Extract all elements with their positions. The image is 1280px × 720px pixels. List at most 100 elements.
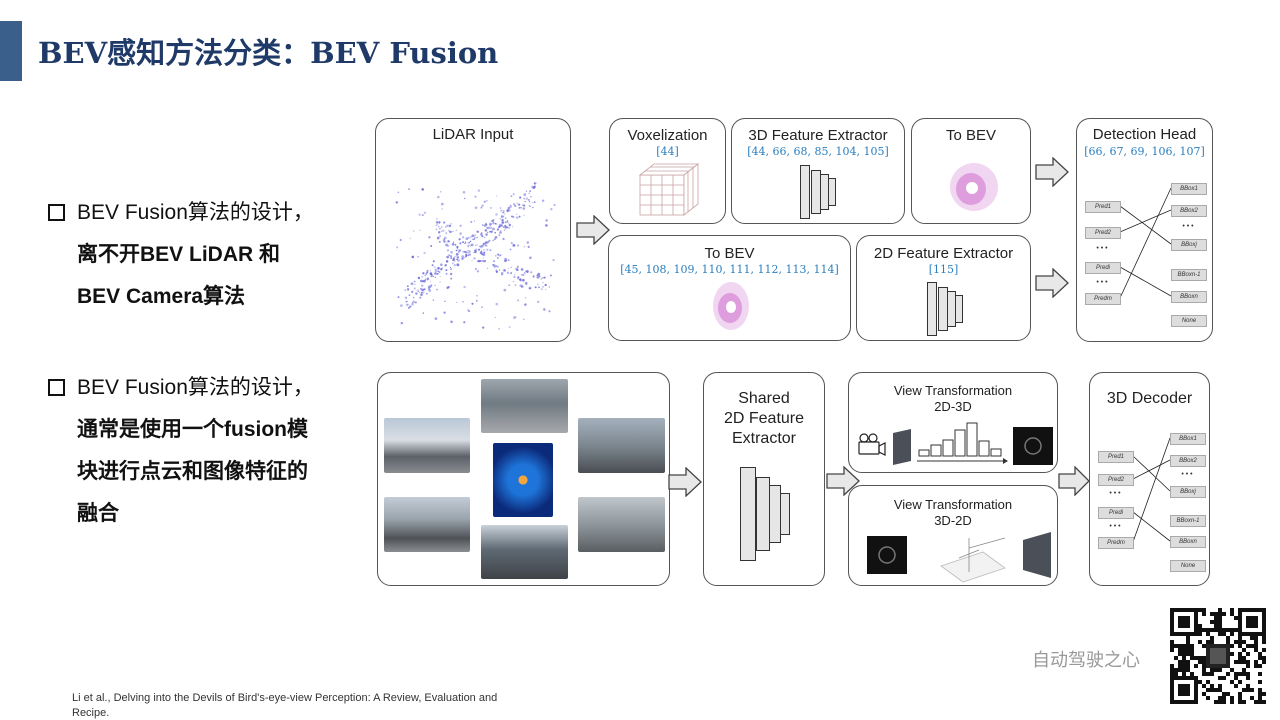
bbox-item: BBox1 <box>1170 433 1206 445</box>
bullet-2-line-3: 块进行点云和图像特征的 <box>77 460 308 483</box>
page-title: BEV感知方法分类：BEV Fusion <box>38 36 499 70</box>
voxelization-title: Voxelization <box>627 127 708 144</box>
camera-image <box>384 497 470 552</box>
voxelization-panel: Voxelization [44] <box>609 118 726 224</box>
bbox-item: BBox2 <box>1170 455 1206 467</box>
bullet-2-line-2: 通常是使用一个fusion模 <box>77 418 308 441</box>
prediction-item: Predi <box>1098 507 1134 519</box>
prediction-item: Pred2 <box>1098 474 1134 486</box>
bbox-item: • • • <box>1182 223 1194 230</box>
shared-feature-extractor-title: Shared 2D Feature Extractor <box>723 390 805 447</box>
to-bev-lidar-title: To BEV <box>945 127 997 144</box>
match-line <box>1132 511 1171 542</box>
arrow-right-icon <box>1035 157 1069 187</box>
view-transformation-2d-3d-title: View Transformation 2D-3D <box>893 383 1013 414</box>
qr-code-icon <box>1170 608 1266 704</box>
feature-extractor-2d-panel: 2D Feature Extractor [115] <box>856 235 1031 341</box>
camera-image <box>578 418 665 473</box>
bbox-item: BBoxn <box>1170 536 1206 548</box>
to-bev-camera-panel: To BEV [45, 108, 109, 110, 111, 112, 113… <box>608 235 851 341</box>
match-line <box>1132 455 1171 492</box>
match-line <box>1119 205 1172 245</box>
bbox-item: • • • <box>1181 471 1193 478</box>
projection-icon <box>867 532 1051 583</box>
car-bev-image <box>493 443 553 517</box>
match-line <box>1132 459 1171 480</box>
prediction-item: Pred1 <box>1085 201 1121 213</box>
camera-image <box>481 525 568 579</box>
to-bev-camera-title: To BEV <box>704 245 755 262</box>
lidar-input-panel: LiDAR Input <box>375 118 571 342</box>
prediction-item: • • • <box>1109 523 1121 530</box>
matching-lines <box>1132 437 1171 543</box>
feature-extractor-2d-refs: [115] <box>928 263 959 276</box>
detection-head-title: Detection Head <box>1092 126 1197 143</box>
bullet-1-line-3: BEV Camera算法 <box>77 285 246 308</box>
feature-extractor-2d-title: 2D Feature Extractor <box>873 245 1014 262</box>
bbox-item: BBoxn <box>1171 291 1207 303</box>
lidar-input-title: LiDAR Input <box>432 126 514 143</box>
bullet-1-line-1: BEV Fusion算法的设计， <box>77 201 314 224</box>
detection-head-panel: Detection Head [66, 67, 69, 106, 107] Pr… <box>1076 118 1213 342</box>
to-bev-lidar-panel: To BEV <box>911 118 1031 224</box>
match-line <box>1119 209 1172 233</box>
bbox-item: None <box>1171 315 1207 327</box>
feature-extractor-3d-title: 3D Feature Extractor <box>748 127 888 144</box>
view-transformation-3d-2d-panel: View Transformation 3D-2D <box>848 485 1058 586</box>
shared-feature-extractor-panel: Shared 2D Feature Extractor <box>703 372 825 586</box>
bbox-item: BBox1 <box>1171 183 1207 195</box>
view-transformation-2d-3d-panel: View Transformation 2D-3D <box>848 372 1058 473</box>
citation-line-2: Recipe. <box>72 707 110 719</box>
match-line <box>1119 187 1172 299</box>
prediction-item: Predm <box>1098 537 1134 549</box>
square-bullet-icon <box>48 204 65 221</box>
bullet-1: BEV Fusion算法的设计， 离不开BEV LiDAR 和 BEV Came… <box>48 192 314 318</box>
prediction-item: Pred1 <box>1098 451 1134 463</box>
feature-extractor-3d-panel: 3D Feature Extractor [44, 66, 68, 85, 10… <box>731 118 905 224</box>
match-line <box>1132 437 1171 543</box>
camera-image <box>384 418 470 473</box>
bbox-item: None <box>1170 560 1206 572</box>
bullet-2-line-4: 融合 <box>77 502 119 525</box>
view-transformation-3d-2d-title: View Transformation 3D-2D <box>893 497 1013 528</box>
camera-image <box>481 379 568 433</box>
prediction-item: • • • <box>1109 490 1121 497</box>
title-accent-bar <box>0 21 22 81</box>
depth-distribution-icon <box>858 422 1053 465</box>
bbox-item: BBoxn-1 <box>1171 269 1207 281</box>
match-line <box>1119 266 1172 297</box>
bbox-item: BBoxn-1 <box>1170 515 1206 527</box>
camera-image <box>578 497 665 552</box>
bev-map-icon <box>950 163 998 211</box>
prediction-item: Pred2 <box>1085 227 1121 239</box>
arrow-right-icon <box>576 215 610 245</box>
bbox-item: BBoxj <box>1171 239 1207 251</box>
voxelization-refs: [44] <box>656 145 679 158</box>
to-bev-camera-refs: [45, 108, 109, 110, 111, 112, 113, 114] <box>620 263 839 276</box>
square-bullet-icon <box>48 379 65 396</box>
bbox-item: BBoxj <box>1170 486 1206 498</box>
bbox-item: BBox2 <box>1171 205 1207 217</box>
bullet-2: BEV Fusion算法的设计， 通常是使用一个fusion模 块进行点云和图像… <box>48 367 314 535</box>
arrow-right-icon <box>1035 268 1069 298</box>
citation-line-1: Li et al., Delving into the Devils of Bi… <box>72 692 498 704</box>
feature-extractor-3d-refs: [44, 66, 68, 85, 104, 105] <box>747 145 889 158</box>
voxel-grid-icon <box>638 163 700 216</box>
bev-map-icon <box>713 282 749 330</box>
arrow-right-icon <box>1058 466 1090 496</box>
prediction-item: Predm <box>1085 293 1121 305</box>
watermark-text: 自动驾驶之心 <box>1032 650 1140 670</box>
detection-head-refs: [66, 67, 69, 106, 107] <box>1084 145 1205 158</box>
prediction-item: • • • <box>1096 245 1108 252</box>
bullet-1-line-2: 离不开BEV LiDAR 和 <box>77 243 281 266</box>
3d-decoder-title: 3D Decoder <box>1106 390 1193 407</box>
prediction-item: • • • <box>1096 279 1108 286</box>
prediction-item: Predi <box>1085 262 1121 274</box>
point-cloud-image <box>395 182 556 330</box>
arrow-right-icon <box>668 467 702 497</box>
camera-images-panel <box>377 372 670 586</box>
bullet-2-line-1: BEV Fusion算法的设计， <box>77 376 314 399</box>
